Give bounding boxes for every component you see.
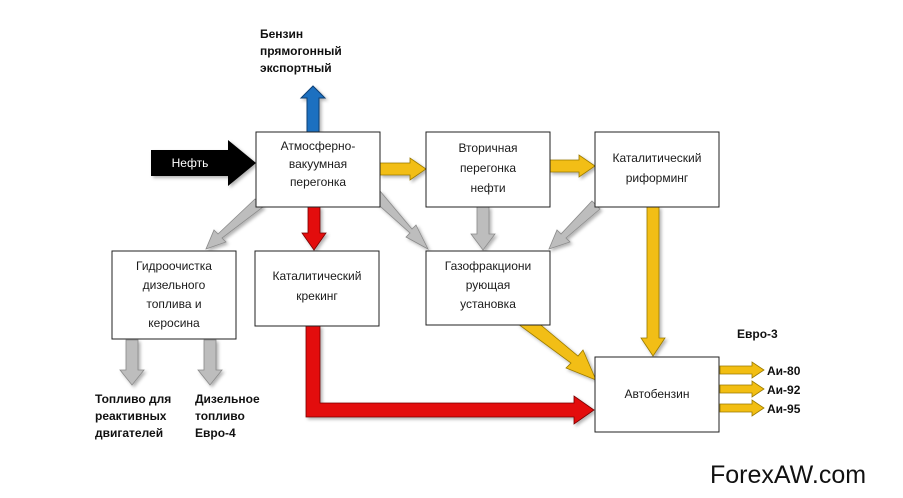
arrow-avp-to-hydro	[205, 198, 264, 250]
text-line: топлива и	[146, 297, 201, 311]
box-lines: Гидроочистка дизельного топлива и керосина	[136, 259, 212, 330]
arrow-oil-input	[151, 140, 256, 186]
oil-label: Нефть	[172, 156, 209, 170]
text-line: Евро-4	[195, 426, 236, 440]
box-lines: Вторичная перегонка нефти	[458, 141, 517, 195]
arrow-secondary-to-reforming	[549, 154, 596, 178]
arrow-reforming-to-gas	[548, 200, 601, 250]
box-lines: Автобензин	[624, 387, 689, 401]
text-line: Бензин	[260, 27, 303, 41]
text-line: Гидроочистка	[136, 259, 212, 273]
text-line: установка	[460, 297, 516, 311]
arrow-secondary-to-gas	[470, 206, 496, 251]
watermark: ForexAW.com	[710, 461, 866, 489]
arrow-reforming-to-autobenzin	[640, 206, 666, 357]
box-lines: Каталитический крекинг	[273, 269, 362, 303]
text-line: керосина	[148, 316, 200, 330]
text-line: перегонка	[460, 161, 516, 175]
text-line: Газофракциони	[445, 259, 531, 273]
text-line: Автобензин	[624, 387, 689, 401]
label-euro3: Евро-3	[737, 327, 778, 341]
box-secondary-distillation: Вторичная перегонка нефти	[425, 131, 551, 208]
arrow-output-ai92	[719, 380, 765, 398]
text-line: крекинг	[296, 289, 338, 303]
text-line: топливо	[195, 409, 245, 423]
arrow-hydro-to-diesel	[197, 339, 223, 386]
text-line: вакуумная	[289, 157, 347, 171]
text-line: перегонка	[290, 175, 346, 189]
box-catalytic-cracking: Каталитический крекинг	[254, 250, 380, 327]
text-line: дизельного	[143, 278, 206, 292]
text-line: Каталитический	[273, 269, 362, 283]
product-export-benzin: Бензин прямогонный экспортный	[260, 27, 342, 75]
text-line: Атмосферно-	[281, 139, 356, 153]
box-lines: Каталитический риформинг	[613, 151, 702, 185]
box-gas-fractionation: Газофракциони рующая установка	[425, 250, 551, 326]
text-line: Каталитический	[613, 151, 702, 165]
arrow-avp-to-gas	[371, 190, 429, 250]
arrow-gas-to-autobenzin	[517, 315, 597, 381]
product-jet-fuel: Топливо для реактивных двигателей	[95, 392, 171, 440]
box-lines: Атмосферно-вакуумная перегонка	[281, 139, 356, 189]
text-line: Топливо для	[95, 392, 171, 406]
grade-ai95: Аи-95	[767, 402, 801, 416]
arrow-cracking-to-autobenzin	[305, 325, 595, 425]
box-lines: Газофракциони рующая установка	[445, 259, 531, 311]
box-hydrotreating: Гидроочистка дизельного топлива и керосина	[111, 250, 237, 340]
text-line: прямогонный	[260, 44, 342, 58]
text-line: Вторичная	[458, 141, 517, 155]
text-line: реактивных	[95, 409, 167, 423]
arrow-hydro-to-jet	[119, 339, 145, 386]
arrow-avp-to-cracking	[301, 206, 327, 251]
arrow-output-ai95	[719, 399, 765, 417]
box-atmospheric-vacuum-distillation: Атмосферно-вакуумная перегонка	[255, 131, 381, 208]
grade-ai80: Аи-80	[767, 364, 801, 378]
arrow-output-ai80	[719, 361, 765, 379]
grade-ai92: Аи-92	[767, 383, 801, 397]
text-line: двигателей	[95, 426, 163, 440]
box-catalytic-reforming: Каталитический риформинг	[594, 131, 720, 208]
text-line: риформинг	[626, 171, 689, 185]
box-autobenzin: Автобензин	[594, 356, 720, 433]
text-line: нефти	[470, 181, 505, 195]
text-line: Дизельное	[195, 392, 260, 406]
arrow-avp-to-secondary	[379, 157, 427, 181]
arrow-export-benzin	[299, 85, 327, 133]
text-line: рующая	[466, 278, 511, 292]
text-line: экспортный	[260, 61, 332, 75]
